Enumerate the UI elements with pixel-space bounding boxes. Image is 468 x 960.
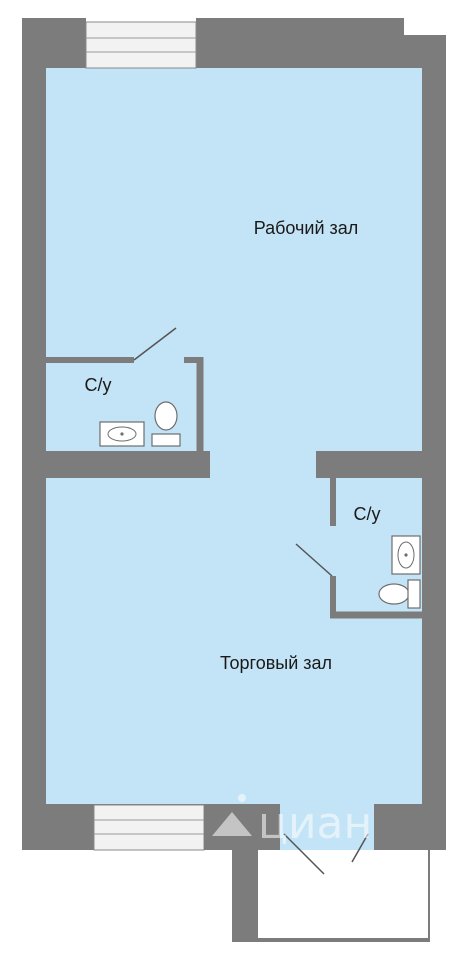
entrance-door <box>283 833 369 875</box>
partition-walls <box>46 451 422 478</box>
window-icon <box>93 804 205 851</box>
sales-hall-label: Торговый зал <box>220 653 332 673</box>
bathroom-2-label: С/у <box>354 504 381 524</box>
sink-icon <box>99 421 145 447</box>
top-window <box>85 21 197 69</box>
window-icon <box>85 21 197 69</box>
door-swing-icon <box>351 833 369 863</box>
logo-icon <box>212 794 252 836</box>
bathroom-2 <box>295 478 422 619</box>
floor-area <box>46 68 422 850</box>
door-swing-icon <box>283 833 325 875</box>
bottom-window <box>93 804 205 851</box>
sink-icon <box>391 535 421 575</box>
work-hall-label: Рабочий зал <box>254 218 359 238</box>
door-swing-icon <box>133 327 177 361</box>
entrance-annex <box>204 804 430 942</box>
watermark: циан <box>212 794 372 849</box>
toilet-icon <box>378 579 421 609</box>
bathroom-1 <box>46 327 204 451</box>
door-swing-icon <box>295 543 333 577</box>
watermark-text: циан <box>258 798 372 849</box>
bathroom-1-label: С/у <box>85 375 112 395</box>
work-hall-floor <box>46 68 422 446</box>
toilet-icon <box>151 401 181 447</box>
sales-hall-floor <box>46 446 422 804</box>
